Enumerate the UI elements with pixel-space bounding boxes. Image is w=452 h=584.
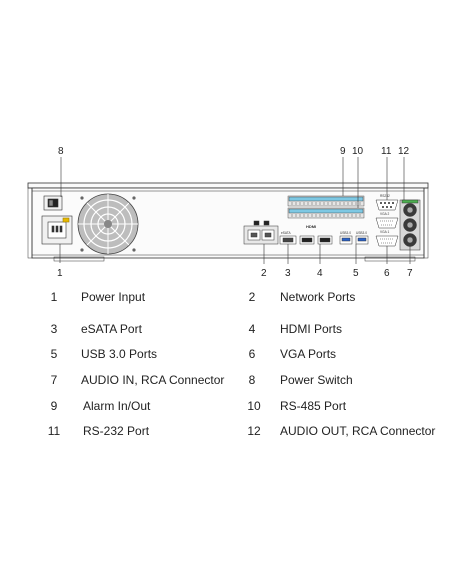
callout-5: 5 (353, 268, 359, 279)
legend-label: RS-485 Port (280, 399, 347, 413)
rear-panel-diagram: eSATA HDMI USB3.0 USB3.0 RS232 VGA 2 V (27, 146, 429, 279)
legend-label: USB 3.0 Ports (81, 347, 158, 361)
legend-num: 4 (248, 322, 256, 336)
legend-num: 11 (47, 424, 61, 438)
alarm-terminal-block (287, 195, 365, 219)
power-input (41, 215, 73, 245)
legend-item: 7 AUDIO IN, RCA Connector 8 Power Switch (0, 373, 452, 393)
callout-6: 6 (384, 268, 390, 279)
vga-label-a: VGA 2 (380, 212, 389, 216)
legend-label: Power Switch (280, 373, 353, 387)
usb3-ports (339, 235, 369, 245)
fan-grille (77, 193, 139, 255)
legend-label: RS-232 Port (83, 424, 150, 438)
audio-rca-connectors (399, 199, 421, 251)
callout-3: 3 (285, 268, 291, 279)
legend-num: 8 (248, 373, 256, 387)
legend-num: 10 (247, 399, 261, 413)
legend-label: Network Ports (280, 290, 356, 304)
vga-label-b: VGA 1 (380, 230, 389, 234)
power-switch (43, 195, 63, 211)
alarm-terminal-pins (291, 202, 361, 217)
usb3-label-a: USB3.0 (340, 231, 351, 235)
hdmi-label: HDMI (306, 224, 316, 229)
legend-label: Power Input (81, 290, 146, 304)
esata-port (279, 235, 297, 245)
vga-ports (375, 217, 399, 247)
usb3-label-b: USB3.0 (356, 231, 367, 235)
callout-2: 2 (261, 268, 267, 279)
legend-label: AUDIO OUT, RCA Connector (280, 424, 436, 438)
legend-label: Alarm In/Out (83, 399, 151, 413)
legend-num: 5 (50, 347, 58, 361)
legend-num: 2 (248, 290, 256, 304)
callout-12: 12 (398, 146, 410, 157)
callout-7: 7 (407, 268, 413, 279)
legend-num: 1 (50, 290, 58, 304)
hdmi-ports (299, 235, 333, 245)
legend-label: AUDIO IN, RCA Connector (81, 373, 225, 387)
esata-label: eSATA (281, 231, 291, 235)
legend-num: 9 (50, 399, 58, 413)
legend-num: 3 (50, 322, 58, 336)
callout-1: 1 (57, 268, 63, 279)
legend-item: 1 Power Input 2 Network Ports (0, 290, 452, 310)
legend-num: 6 (248, 347, 256, 361)
callout-4: 4 (317, 268, 323, 279)
rs232-port (375, 199, 399, 211)
network-ports (243, 220, 279, 245)
callout-10: 10 (352, 146, 364, 157)
legend-num: 12 (247, 424, 261, 438)
callout-11: 11 (381, 146, 392, 157)
legend-label: VGA Ports (280, 347, 337, 361)
legend-num: 7 (50, 373, 58, 387)
legend-label: HDMI Ports (280, 322, 343, 336)
legend-item: 3 eSATA Port 4 HDMI Ports (0, 322, 452, 342)
legend-item: 11 RS-232 Port 12 AUDIO OUT, RCA Connect… (0, 424, 452, 444)
legend-label: eSATA Port (81, 322, 142, 336)
callout-8: 8 (58, 146, 64, 157)
leader-lines (59, 157, 411, 264)
legend-item: 9 Alarm In/Out 10 RS-485 Port (0, 399, 452, 419)
legend-item: 5 USB 3.0 Ports 6 VGA Ports (0, 347, 452, 367)
rs232-label: RS232 (380, 194, 390, 198)
callout-9: 9 (340, 146, 346, 157)
